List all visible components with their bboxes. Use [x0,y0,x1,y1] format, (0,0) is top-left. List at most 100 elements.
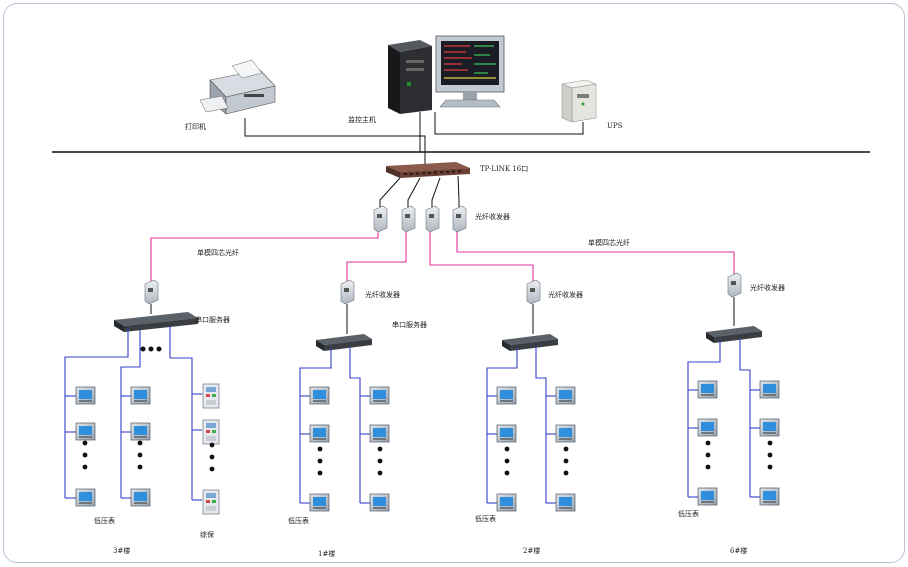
vertical-ellipsis-dot [504,446,510,452]
vertical-ellipsis-dot [82,452,88,458]
host-computer-icon[interactable] [388,40,432,114]
vertical-ellipsis-dot [767,452,773,458]
transceiver-icon[interactable] [144,279,159,305]
host-label: 监控主机 [348,115,376,124]
relay-a-label: 综保 [200,530,214,539]
power-meter-icon[interactable] [496,424,517,443]
protection-relay-icon[interactable] [202,489,220,515]
power-meter-icon[interactable] [309,424,330,443]
vertical-ellipsis-dot [209,442,215,448]
building-a-label: 3#楼 [113,546,130,555]
transceiver-to-server-links [150,297,735,334]
building-b-label: 1#楼 [318,549,335,558]
vertical-ellipsis-dot [137,452,143,458]
power-meter-icon[interactable] [369,424,390,443]
power-meter-icon[interactable] [75,422,96,441]
power-meter-icon[interactable] [369,386,390,405]
power-meter-icon[interactable] [697,380,718,399]
vertical-ellipsis-dot [377,458,383,464]
vertical-ellipsis-dot [767,440,773,446]
vertical-ellipsis-dot [317,458,323,464]
vertical-ellipsis-dot [137,440,143,446]
fiber-links [150,232,735,282]
transceiver-d-label: 光纤收发器 [750,283,785,292]
switch-icon[interactable] [386,162,470,178]
serial-server-icon[interactable] [316,334,372,351]
serial-server-b-label: 串口服务器 [392,320,427,329]
power-meter-icon[interactable] [75,488,96,507]
power-meter-icon[interactable] [130,386,151,405]
vertical-ellipsis-dot [705,440,711,446]
ups-icon[interactable] [561,79,597,123]
printer-icon[interactable] [199,59,276,115]
meter-c-label: 低压表 [475,514,496,523]
vertical-ellipsis-dot [317,446,323,452]
printer-label: 打印机 [185,122,206,131]
protection-relay-icon[interactable] [202,419,220,445]
transceiver-icon[interactable] [526,279,541,305]
fiber-left-label: 单模四芯光纤 [197,248,239,257]
power-meter-icon[interactable] [697,487,718,506]
meter-d-label: 低压表 [678,509,699,518]
power-meter-icon[interactable] [369,493,390,512]
power-meter-icon[interactable] [759,418,780,437]
transceiver-cluster [373,205,467,233]
power-meter-icon[interactable] [496,493,517,512]
transceiver-icon[interactable] [401,205,416,233]
vertical-ellipsis-group [82,440,773,476]
vertical-ellipsis-dot [82,440,88,446]
serial-server-icon[interactable] [114,312,198,332]
power-meter-icon[interactable] [130,488,151,507]
ellipsis-dots [140,346,162,352]
vertical-ellipsis-dot [209,466,215,472]
power-meter-icon[interactable] [130,422,151,441]
meter-group [75,380,780,512]
vertical-ellipsis-dot [767,464,773,470]
serial-server-icon[interactable] [502,334,558,351]
power-meter-icon[interactable] [759,487,780,506]
transceiver-b-label: 光纤收发器 [365,290,400,299]
serial-server-icon[interactable] [706,326,762,343]
power-meter-icon[interactable] [309,493,330,512]
vertical-ellipsis-dot [563,458,569,464]
building-d-label: 6#楼 [730,546,747,555]
meter-a-label: 低压表 [94,516,115,525]
vertical-ellipsis-dot [209,454,215,460]
transceiver-icon[interactable] [373,205,388,233]
transceiver-icon[interactable] [340,279,355,305]
power-meter-icon[interactable] [309,386,330,405]
vertical-ellipsis-dot [504,470,510,476]
power-meter-icon[interactable] [75,386,96,405]
ups-label: UPS [607,122,623,130]
meter-b-label: 低压表 [288,516,309,525]
vertical-ellipsis-dot [377,470,383,476]
building-c-label: 2#楼 [523,546,540,555]
rs485-bus-lines [64,326,760,504]
transceiver-icon[interactable] [727,272,742,298]
power-meter-icon[interactable] [555,386,576,405]
monitor-icon[interactable] [435,35,505,108]
power-meter-icon[interactable] [759,380,780,399]
vertical-ellipsis-dot [563,470,569,476]
ups-link [434,112,584,135]
power-meter-icon[interactable] [555,424,576,443]
vertical-ellipsis-dot [317,470,323,476]
printer-link [244,118,426,175]
power-meter-icon[interactable] [496,386,517,405]
vertical-ellipsis-dot [705,464,711,470]
fiber-right-label: 单模四芯光纤 [588,238,630,247]
protection-relay-icon[interactable] [202,383,220,409]
power-meter-icon[interactable] [697,418,718,437]
vertical-ellipsis-dot [82,464,88,470]
vertical-ellipsis-dot [137,464,143,470]
transceiver-top-label: 光纤收发器 [475,212,510,221]
switch-to-transceiver-links [379,175,460,208]
transceiver-icon[interactable] [425,205,440,233]
power-meter-icon[interactable] [555,493,576,512]
transceiver-icon[interactable] [452,205,467,233]
serial-server-a-label: 串口服务器 [195,315,230,324]
vertical-ellipsis-dot [504,458,510,464]
switch-label: TP-LINK 16口 [480,165,528,173]
vertical-ellipsis-dot [563,446,569,452]
